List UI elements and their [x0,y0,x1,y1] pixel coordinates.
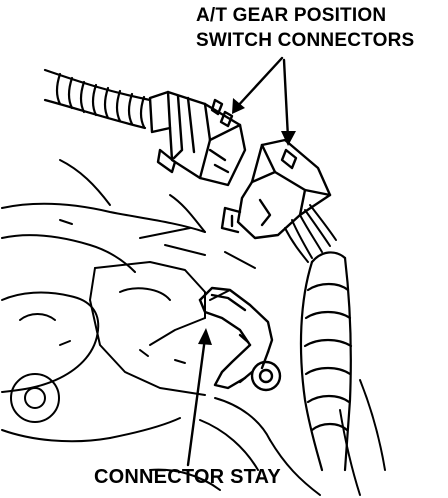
label-gear-position-line1: A/T GEAR POSITION [196,5,387,26]
harness-right [299,251,353,472]
wire-bundle [284,204,337,263]
label-connector-stay: CONNECTOR STAY [94,466,281,488]
harness-left [43,68,152,130]
label-gear-position-line2: SWITCH CONNECTORS [196,30,415,51]
arrowheads [198,98,296,345]
engine-outline [1,159,386,496]
leader-arrows [186,56,290,467]
connector-stay [198,286,282,392]
right-connector [220,138,332,240]
left-connector [148,90,247,187]
